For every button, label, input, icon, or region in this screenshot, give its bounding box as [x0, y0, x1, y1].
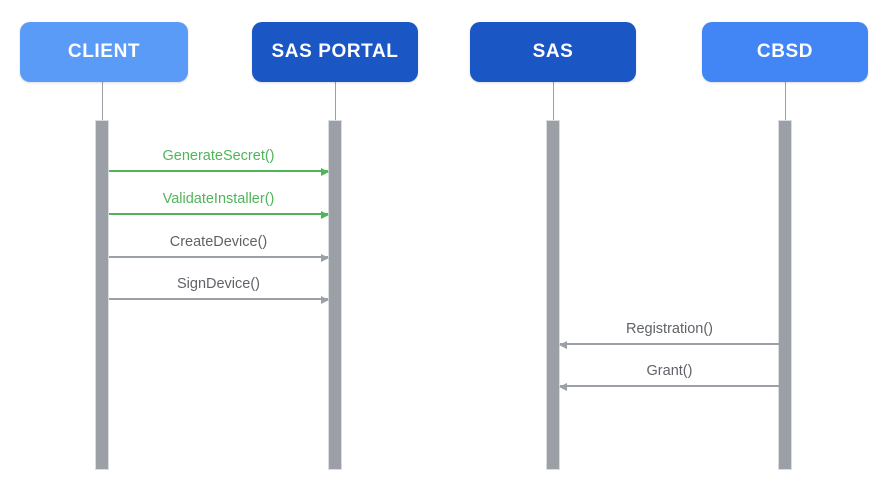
participant-box-client[interactable]: CLIENT: [20, 22, 188, 82]
arrow-head-generate-secret: [321, 167, 329, 176]
message-generate-secret[interactable]: GenerateSecret(): [109, 144, 329, 178]
message-line-create-device: [109, 256, 328, 258]
message-grant[interactable]: Grant(): [559, 359, 779, 393]
participant-label-sas: SAS: [532, 41, 574, 62]
message-registration[interactable]: Registration(): [559, 317, 779, 351]
arrow-head-grant: [559, 382, 567, 391]
participant-box-sas[interactable]: SAS: [470, 22, 636, 82]
activation-bar-client: [95, 120, 109, 470]
message-label-grant: Grant(): [646, 363, 693, 379]
activation-bar-sas-portal: [328, 120, 342, 470]
participant-label-cbsd: CBSD: [756, 41, 814, 62]
message-validate-installer[interactable]: ValidateInstaller(): [109, 187, 329, 221]
lifeline-cbsd: [784, 82, 786, 122]
activation-bar-sas: [546, 120, 560, 470]
message-line-sign-device: [109, 298, 328, 300]
message-label-registration: Registration(): [625, 321, 714, 337]
message-line-grant: [560, 385, 779, 387]
message-label-generate-secret: GenerateSecret(): [162, 148, 275, 164]
message-sign-device[interactable]: SignDevice(): [109, 272, 329, 306]
participant-box-sas-portal[interactable]: SAS PORTAL: [252, 22, 418, 82]
message-label-validate-installer: ValidateInstaller(): [162, 191, 275, 207]
message-create-device[interactable]: CreateDevice(): [109, 230, 329, 264]
participant-box-cbsd[interactable]: CBSD: [702, 22, 868, 82]
lifeline-sas-portal: [334, 82, 336, 122]
activation-bar-cbsd: [778, 120, 792, 470]
message-line-registration: [560, 343, 779, 345]
message-line-validate-installer: [109, 213, 328, 215]
participant-label-sas-portal: SAS PORTAL: [271, 41, 399, 62]
arrow-head-sign-device: [321, 295, 329, 304]
message-label-sign-device: SignDevice(): [177, 276, 260, 292]
participant-label-client: CLIENT: [67, 41, 141, 62]
arrow-head-registration: [559, 340, 567, 349]
message-line-generate-secret: [109, 170, 328, 172]
arrow-head-create-device: [321, 253, 329, 262]
arrow-head-validate-installer: [321, 210, 329, 219]
message-label-create-device: CreateDevice(): [169, 234, 268, 250]
lifeline-sas: [552, 82, 554, 122]
lifeline-client: [101, 82, 103, 122]
